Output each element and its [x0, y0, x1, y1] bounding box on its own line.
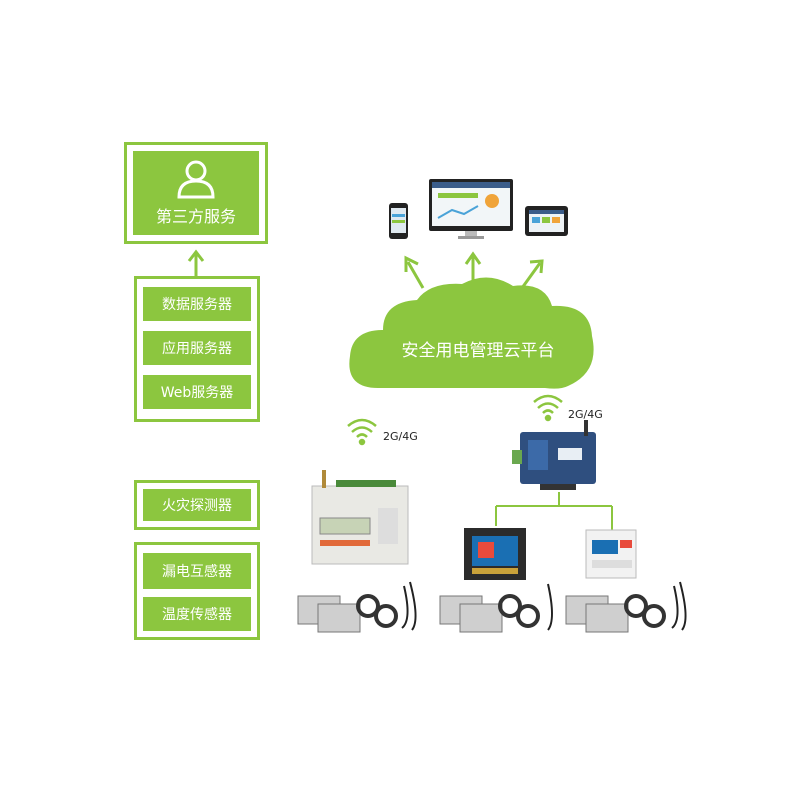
- third-party-label: 第三方服务: [155, 207, 236, 226]
- server-web: Web服务器: [143, 375, 251, 409]
- leakage-transformer: 漏电互感器: [143, 553, 251, 589]
- sensor-frame: 漏电互感器 温度传感器: [134, 542, 260, 640]
- server-data-label: 数据服务器: [162, 297, 232, 313]
- panel-meter-device: [464, 528, 526, 580]
- server-app-label: 应用服务器: [162, 341, 232, 357]
- cloud-label: 安全用电管理云平台: [401, 341, 555, 361]
- server-web-label: Web服务器: [160, 385, 234, 401]
- fire-detector-frame: 火灾探测器: [134, 480, 260, 530]
- temperature-label: 温度传感器: [162, 607, 232, 623]
- fire-monitor-device: [311, 470, 409, 565]
- phone-icon: [389, 203, 408, 239]
- leakage-label: 漏电互感器: [162, 564, 232, 580]
- current-transformer-group: [297, 581, 687, 633]
- third-party-box: 第三方服务: [133, 151, 259, 235]
- server-data: 数据服务器: [143, 287, 251, 321]
- server-app: 应用服务器: [143, 331, 251, 365]
- monitor-icon: [429, 179, 513, 239]
- temperature-sensor: 温度传感器: [143, 597, 251, 631]
- user-icon: [177, 160, 215, 199]
- din-meter-device: [585, 529, 637, 579]
- signal-label-right: 2G/4G: [568, 408, 603, 421]
- tablet-icon: [525, 206, 568, 236]
- fire-detector: 火灾探测器: [143, 489, 251, 521]
- fire-detector-label: 火灾探测器: [162, 498, 232, 514]
- gateway-device: [512, 420, 596, 490]
- servers-frame: 数据服务器 应用服务器 Web服务器: [134, 276, 260, 422]
- wifi-icon-left: [347, 418, 377, 446]
- signal-label-left: 2G/4G: [383, 430, 418, 443]
- wifi-icon-right: [533, 394, 563, 422]
- third-party-frame: 第三方服务: [124, 142, 268, 244]
